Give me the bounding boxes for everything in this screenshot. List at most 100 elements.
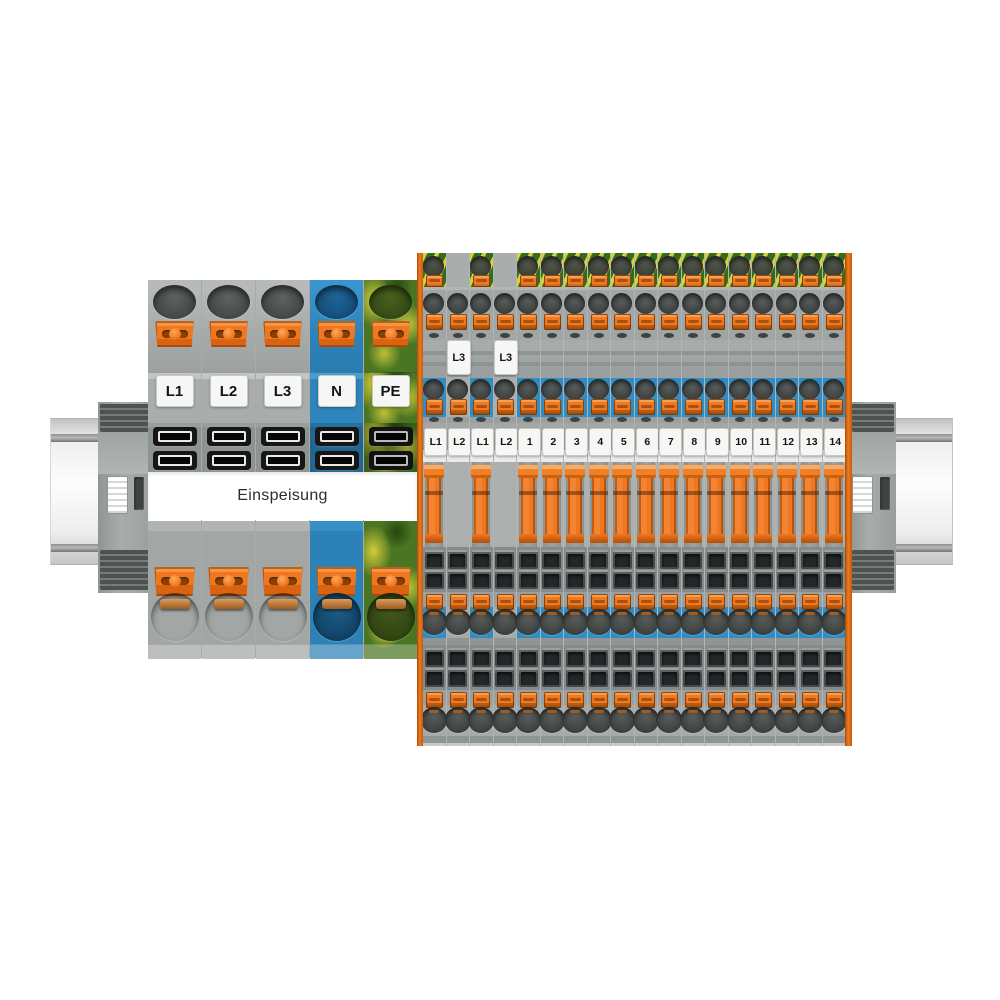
test-socket: [518, 570, 538, 589]
marker-band: [517, 340, 540, 377]
wire-entry-port: [538, 609, 565, 635]
test-socket: [777, 550, 797, 569]
release-lever: [802, 692, 820, 708]
lower-level-n: [656, 592, 683, 645]
end-clamp-slot: [134, 477, 144, 510]
test-socket-slot: [265, 455, 300, 466]
release-lever: [520, 399, 538, 415]
test-socket: [542, 648, 562, 667]
release-lever: [262, 567, 303, 596]
lever-foot: [589, 534, 608, 543]
disconnect-lever: [588, 465, 609, 543]
label-section: L1: [148, 373, 201, 423]
test-socket: [706, 668, 726, 687]
release-lever: [449, 314, 467, 330]
test-socket: [706, 570, 726, 589]
test-socket: [495, 648, 515, 667]
lower-level-n: [562, 592, 589, 645]
distribution-terminal-l1-2: L1: [468, 253, 495, 746]
release-lever: [684, 314, 702, 330]
test-socket: [314, 451, 359, 470]
lower-level-n: [632, 592, 659, 645]
pe-level: [728, 253, 751, 287]
latch-dot: [664, 417, 675, 422]
test-socket: [636, 570, 656, 589]
release-lever: [802, 275, 820, 287]
upper-level: [799, 287, 822, 340]
wire-entry-port: [468, 609, 495, 635]
wire-entry-port: [705, 293, 727, 314]
terminal-marker-label: PE: [371, 375, 410, 407]
pe-level: [681, 253, 704, 287]
release-lever: [802, 399, 820, 415]
terminal-marker-label: 11: [753, 428, 777, 456]
release-lever: [567, 314, 585, 330]
latch-dot: [570, 417, 581, 422]
release-lever: [449, 399, 467, 415]
lever-knob: [384, 575, 397, 587]
test-socket: [448, 570, 468, 589]
marker-band: [470, 340, 493, 377]
lever-foot: [636, 534, 655, 543]
lower-level-n: [538, 592, 565, 645]
lever-section: [705, 462, 728, 547]
test-socket: [368, 427, 413, 446]
test-socket-slot: [211, 431, 246, 442]
terminal-top-section: [310, 280, 363, 373]
base-edge: [587, 743, 610, 746]
base-edge: [493, 743, 516, 746]
release-lever: [637, 594, 655, 610]
test-socket-slot: [211, 455, 246, 466]
lower-level-n: [679, 592, 706, 645]
terminal-marker-label: L2: [447, 428, 471, 456]
release-lever: [496, 594, 514, 610]
release-lever: [731, 692, 749, 708]
marker-band: [728, 340, 751, 377]
pe-level: [799, 253, 822, 287]
lever-section: [728, 462, 751, 547]
release-lever: [154, 567, 195, 596]
wire-entry-port: [681, 256, 703, 277]
release-lever: [614, 692, 632, 708]
distribution-terminal-13-16: 13: [797, 253, 824, 746]
marker-band: [799, 340, 822, 377]
lever-foot: [824, 534, 843, 543]
neutral-level: [799, 377, 822, 423]
wire-entry-port: [444, 609, 471, 635]
label-section: L2: [493, 423, 518, 462]
test-socket: [824, 668, 844, 687]
terminal-marker-label: 5: [612, 428, 636, 456]
distribution-terminal-10-13: 10: [726, 253, 753, 746]
upper-level: [540, 287, 563, 340]
pe-level: [540, 253, 563, 287]
test-socket: [206, 427, 251, 446]
lever-foot: [566, 534, 585, 543]
test-socket-section: [587, 547, 610, 592]
wire-entry-port: [564, 293, 586, 314]
wire-entry-port: [517, 256, 539, 277]
lever-section: [446, 462, 469, 547]
distribution-terminal-l1-0: L1: [421, 253, 448, 746]
wire-entry-port: [585, 707, 612, 733]
lever-knob: [276, 575, 289, 587]
release-lever: [263, 321, 302, 347]
wire-entry-port: [421, 707, 448, 733]
wire-entry-port: [491, 609, 518, 635]
marker-band: [681, 340, 704, 377]
test-socket: [424, 550, 444, 569]
wire-entry-port: [493, 379, 515, 400]
lower-level-n: [820, 592, 847, 645]
test-socket: [260, 451, 305, 470]
label-section: L1: [470, 423, 495, 462]
lower-level-n: [444, 592, 471, 645]
release-lever: [731, 594, 749, 610]
base-edge: [799, 743, 822, 746]
latch-dot: [333, 352, 341, 360]
terminal-marker-label: 2: [541, 428, 565, 456]
lever-foot: [472, 534, 491, 543]
base-edge: [517, 743, 540, 746]
release-lever: [637, 399, 655, 415]
lower-level-n: [468, 592, 495, 645]
lever-knob: [168, 575, 181, 587]
lower-level-n: [585, 592, 612, 645]
